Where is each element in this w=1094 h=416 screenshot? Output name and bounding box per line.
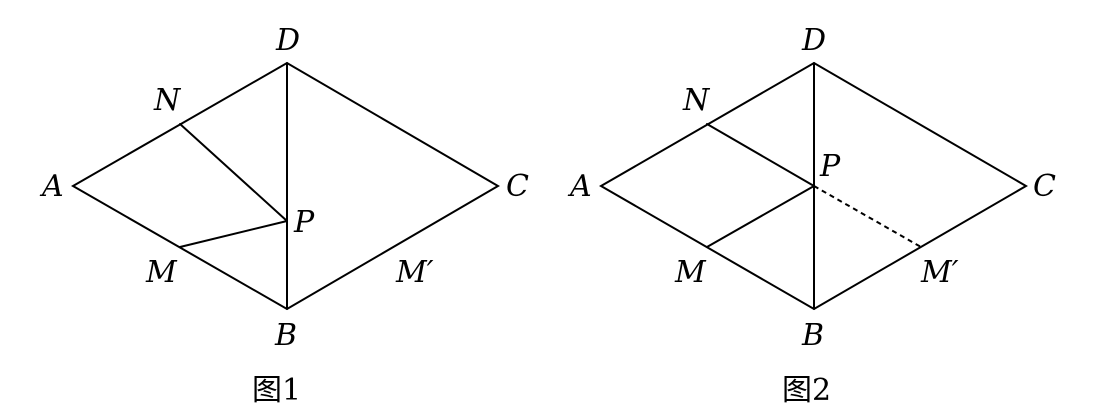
rhombus-abcd	[599, 61, 1028, 311]
figure-2: D N A P C M M′ B 图2	[567, 23, 1056, 408]
label-a: A	[39, 169, 64, 204]
label-b: B	[801, 318, 824, 353]
caption-figure-2: 图2	[782, 373, 831, 408]
segment-np	[706, 123, 815, 187]
label-n: N	[682, 83, 711, 118]
label-c: C	[506, 169, 529, 204]
label-p: P	[819, 149, 841, 184]
label-m-prime: M′	[920, 255, 959, 290]
segment-pm-prime-dashed	[813, 185, 922, 248]
label-d: D	[801, 23, 826, 58]
label-d: D	[275, 23, 300, 58]
label-c: C	[1033, 169, 1056, 204]
label-n: N	[153, 83, 182, 118]
label-p: P	[293, 205, 315, 240]
label-a: A	[567, 169, 592, 204]
label-m: M	[145, 255, 178, 290]
rhombus-abcd	[70, 61, 500, 311]
segment-mp	[706, 185, 815, 248]
segment-np	[179, 123, 288, 222]
caption-figure-1: 图1	[252, 373, 301, 408]
figure-1: D N A P C M M′ B 图1	[39, 23, 529, 408]
label-m: M	[674, 255, 707, 290]
segment-mp	[179, 220, 288, 248]
label-b: B	[274, 318, 297, 353]
label-m-prime: M′	[395, 255, 434, 290]
